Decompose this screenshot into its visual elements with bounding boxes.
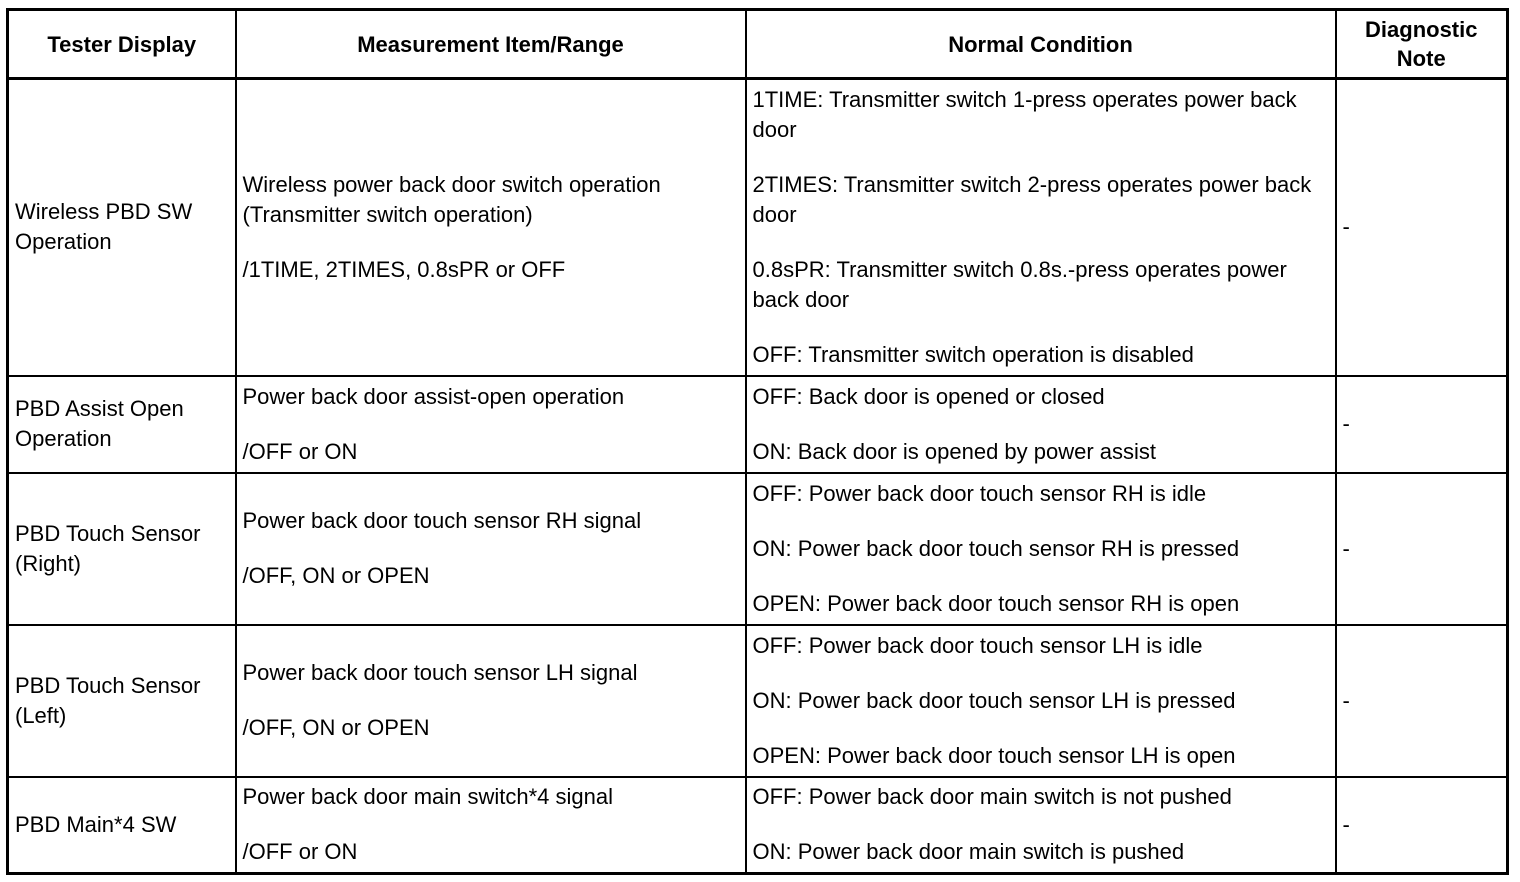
table-row: Wireless PBD SW Operation Wireless power…: [6, 77, 1509, 377]
header-measurement: Measurement Item/Range: [234, 8, 747, 80]
table-row: PBD Touch Sensor (Left) Power back door …: [6, 623, 1509, 778]
measurement-item: Power back door assist-open operation: [242, 383, 625, 409]
condition-line: OPEN: Power back door touch sensor LH is…: [752, 742, 1236, 768]
condition-line: 0.8sPR: Transmitter switch 0.8s.-press o…: [752, 256, 1287, 312]
condition-line: OFF: Power back door main switch is not …: [752, 784, 1232, 810]
table-row: PBD Main*4 SW Power back door main switc…: [6, 775, 1509, 875]
condition-line: OFF: Power back door touch sensor RH is …: [752, 480, 1207, 506]
diagnostic-note-cell: -: [1334, 471, 1509, 626]
condition-line: OPEN: Power back door touch sensor RH is…: [752, 590, 1240, 616]
table-row: PBD Assist Open Operation Power back doo…: [6, 374, 1509, 474]
tester-display-cell: PBD Main*4 SW: [6, 775, 237, 875]
condition-line: ON: Power back door touch sensor RH is p…: [752, 535, 1240, 561]
tester-display-cell: PBD Touch Sensor (Right): [6, 471, 237, 626]
tester-display-cell: PBD Touch Sensor (Left): [6, 623, 237, 778]
condition-line: 1TIME: Transmitter switch 1-press operat…: [752, 86, 1297, 142]
normal-condition-cell: 1TIME: Transmitter switch 1-press operat…: [744, 77, 1337, 377]
tester-display-cell: Wireless PBD SW Operation: [6, 77, 237, 377]
header-tester-display: Tester Display: [6, 8, 237, 80]
condition-line: 2TIMES: Transmitter switch 2-press opera…: [752, 171, 1312, 227]
condition-line: ON: Power back door touch sensor LH is p…: [752, 687, 1236, 713]
measurement-range: /1TIME, 2TIMES, 0.8sPR or OFF: [242, 256, 566, 282]
data-list-table: Tester Display Measurement Item/Range No…: [6, 8, 1509, 875]
measurement-cell: Wireless power back door switch operatio…: [234, 77, 747, 377]
measurement-range: /OFF, ON or OPEN: [242, 563, 430, 588]
diagnostic-note-cell: -: [1334, 374, 1509, 474]
measurement-item: Power back door main switch*4 signal: [242, 784, 614, 810]
header-diagnostic-note: Diagnostic Note: [1334, 8, 1509, 80]
condition-line: OFF: Back door is opened or closed: [752, 383, 1105, 409]
header-normal-condition: Normal Condition: [744, 8, 1337, 80]
normal-condition-cell: OFF: Power back door main switch is not …: [744, 775, 1337, 875]
measurement-range: /OFF or ON: [242, 839, 358, 865]
condition-line: OFF: Transmitter switch operation is dis…: [752, 341, 1194, 367]
tester-display-cell: PBD Assist Open Operation: [6, 374, 237, 474]
condition-line: ON: Back door is opened by power assist: [752, 438, 1157, 464]
measurement-item: Wireless power back door switch operatio…: [242, 171, 661, 227]
measurement-cell: Power back door assist-open operation /O…: [234, 374, 747, 474]
table-row: PBD Touch Sensor (Right) Power back door…: [6, 471, 1509, 626]
header-row: Tester Display Measurement Item/Range No…: [6, 8, 1509, 80]
diagnostic-note-cell: -: [1334, 77, 1509, 377]
normal-condition-cell: OFF: Power back door touch sensor LH is …: [744, 623, 1337, 778]
diagnostic-note-cell: -: [1334, 623, 1509, 778]
measurement-item: Power back door touch sensor RH signal: [242, 508, 642, 533]
normal-condition-cell: OFF: Back door is opened or closed ON: B…: [744, 374, 1337, 474]
measurement-range: /OFF, ON or OPEN: [242, 715, 430, 740]
measurement-cell: Power back door touch sensor LH signal /…: [234, 623, 747, 778]
measurement-cell: Power back door main switch*4 signal /OF…: [234, 775, 747, 875]
condition-line: OFF: Power back door touch sensor LH is …: [752, 632, 1203, 658]
measurement-range: /OFF or ON: [242, 438, 358, 464]
measurement-cell: Power back door touch sensor RH signal /…: [234, 471, 747, 626]
normal-condition-cell: OFF: Power back door touch sensor RH is …: [744, 471, 1337, 626]
measurement-item: Power back door touch sensor LH signal: [242, 660, 638, 685]
condition-line: ON: Power back door main switch is pushe…: [752, 839, 1185, 865]
diagnostic-note-cell: -: [1334, 775, 1509, 875]
